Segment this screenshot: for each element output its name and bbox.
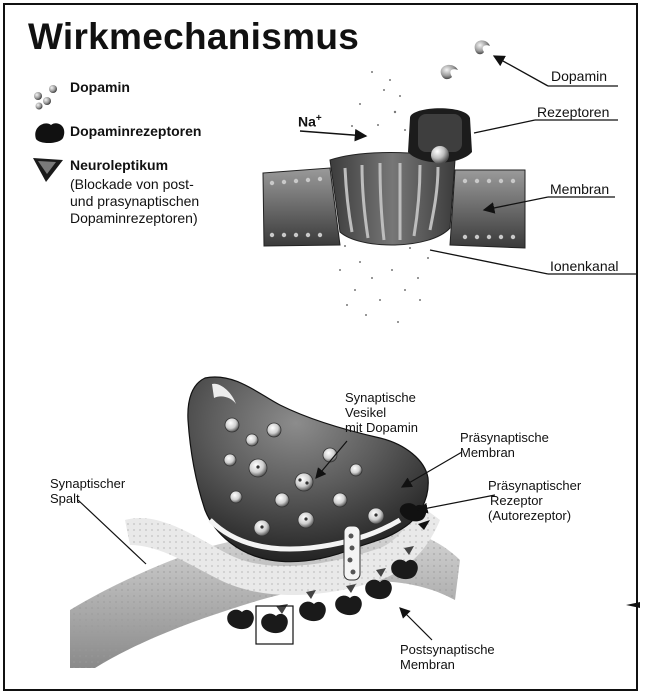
label-synaptischer-spalt: Synaptischer Spalt <box>50 476 125 506</box>
label-ionenkanal: Ionenkanal <box>550 258 619 274</box>
label-praesynaptischer-rezeptor: Präsynaptischer Rezeptor (Autorezeptor) <box>488 478 581 523</box>
label-rezeptoren: Rezeptoren <box>537 104 609 120</box>
label-dopamin: Dopamin <box>551 68 607 84</box>
label-postsynaptische-membran: Postsynaptische Membran <box>400 642 495 672</box>
legend-dopamin-icon <box>34 85 57 110</box>
legend-rezeptoren-label: Dopaminrezeptoren <box>70 124 201 138</box>
label-synaptische-vesikel: Synaptische Vesikel mit Dopamin <box>345 390 418 435</box>
legend-dopamin-label: Dopamin <box>70 80 130 94</box>
legend-neuroleptikum-label: Neuroleptikum <box>70 158 168 172</box>
sodium-ion-label: Na+ <box>298 114 322 129</box>
label-membran: Membran <box>550 181 609 197</box>
legend-receptor-icon <box>35 123 64 143</box>
label-praesynaptische-membran: Präsynaptische Membran <box>460 430 549 460</box>
legend-neuroleptikum-note: (Blockade von post- und prasynaptischen … <box>70 176 199 227</box>
legend-neuroleptikum-icon <box>33 158 63 182</box>
